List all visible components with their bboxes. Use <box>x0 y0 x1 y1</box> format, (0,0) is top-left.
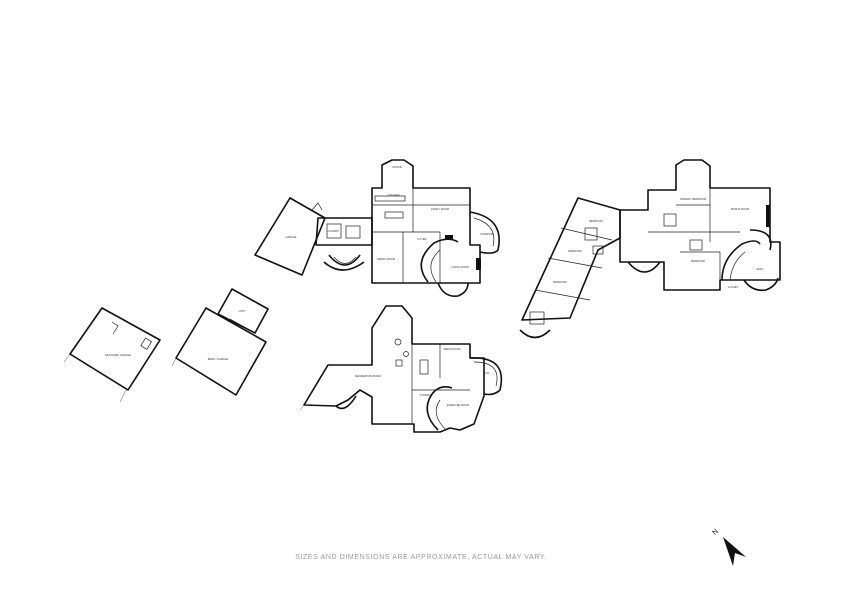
outbuilding-detached-garage: DETACHED GARAGE <box>63 307 161 403</box>
room-label: LOFT <box>239 309 246 313</box>
room-label: KITCHEN <box>388 193 400 197</box>
room-label: BATH <box>757 267 764 271</box>
room-label: BONUS ROOM <box>731 207 749 211</box>
floor-upper: BEDROOM BEDROOM BEDROOM BONUS ROOM PRIMA… <box>519 159 781 339</box>
room-label: PRIMARY BEDROOM <box>680 197 706 201</box>
north-arrow-icon: N <box>711 528 746 566</box>
room-label: LAUNDRY <box>327 229 340 233</box>
floor-lower: RECREATION ROOM MEDIA ROOM GYM EXERCISE … <box>299 305 503 433</box>
room-label: BEDROOM <box>553 280 566 284</box>
room-label: BEDROOM <box>589 219 602 223</box>
room-label: RECREATION ROOM <box>355 374 381 378</box>
room-label: DETACHED GARAGE <box>105 353 131 357</box>
room-label: FAMILY ROOM <box>431 207 449 211</box>
room-label: FOYER <box>418 237 427 241</box>
floor-main: GARAGE LAUNDRY KITCHEN FAMILY ROOM <box>254 159 500 298</box>
room-label: OFFICE <box>392 165 402 169</box>
room-label: BEDROOM <box>568 249 581 253</box>
disclaimer-text: SIZES AND DIMENSIONS ARE APPROXIMATE, AC… <box>295 554 547 561</box>
room-label: GARAGE <box>285 235 296 239</box>
room-label: CLOSET <box>728 285 739 289</box>
room-label: BEDROOM <box>691 259 704 263</box>
outbuilding-barn: BARN / GARAGE LOFT <box>171 288 269 396</box>
room-label: MEDIA ROOM <box>444 347 461 351</box>
room-label: GYM <box>483 371 489 375</box>
north-label: N <box>711 528 719 537</box>
room-label: SUNROOM <box>480 232 494 236</box>
room-label: LIVING ROOM <box>451 265 468 269</box>
room-label: DINING ROOM <box>377 257 395 261</box>
room-label: EXERCISE ROOM <box>447 403 469 407</box>
room-label: STORAGE <box>420 393 433 397</box>
room-label: BARN / GARAGE <box>208 357 229 361</box>
